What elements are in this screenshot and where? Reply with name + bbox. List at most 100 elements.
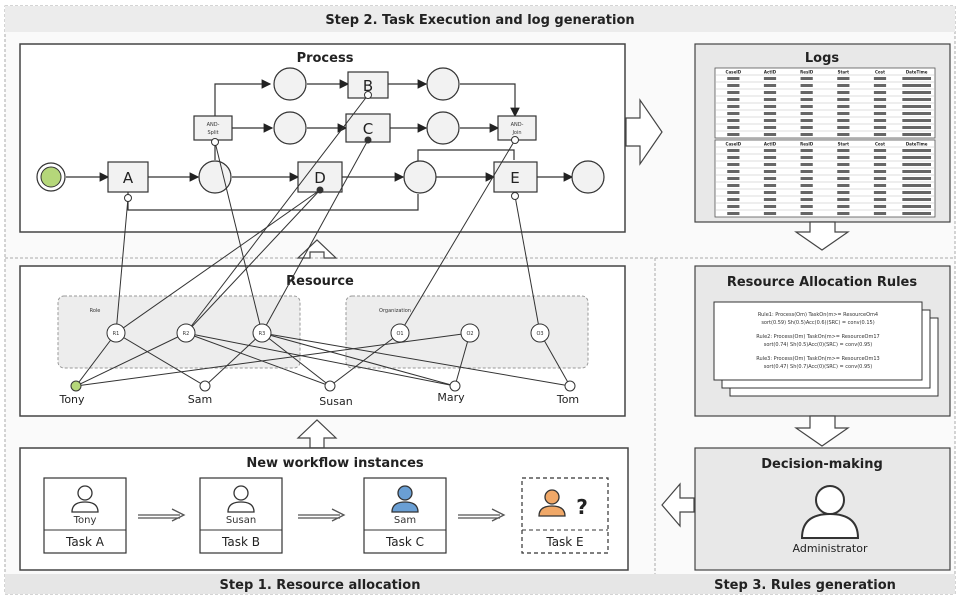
svg-text:R2: R2: [183, 331, 190, 337]
log-cell: [902, 156, 931, 159]
role-r1: R1: [106, 323, 126, 343]
log-cell: [800, 191, 813, 194]
log-column-header: DateTime: [906, 70, 928, 75]
place-c2: [426, 111, 460, 145]
log-cell: [873, 205, 887, 208]
rules-text: Rule1: Process(Om) TaskOn(m>= ResourceOm…: [756, 312, 879, 370]
log-cell: [727, 126, 740, 129]
log-cell: [902, 77, 931, 80]
log-cell: [800, 112, 813, 115]
log-cell: [902, 126, 931, 129]
log-cell: [902, 149, 931, 152]
log-cell: [800, 126, 813, 129]
resource-title: Resource: [286, 274, 354, 289]
log-cell: [902, 205, 931, 208]
log-column-header: ActID: [764, 142, 777, 147]
process-edges: [66, 79, 574, 211]
org-o1: O1: [390, 323, 410, 343]
log-cell: [902, 212, 931, 215]
log-cell: [873, 156, 887, 159]
log-cell: [873, 212, 887, 215]
log-cell: [873, 126, 887, 129]
log-column-header: Cost: [875, 142, 885, 147]
workflow-title: New workflow instances: [246, 456, 424, 471]
log-cell: [902, 191, 931, 194]
arrow-to-rules: [794, 221, 850, 251]
log-cell: [727, 198, 740, 201]
log-cell: [837, 105, 850, 108]
log-cell: [837, 84, 850, 87]
log-cell: [727, 119, 740, 122]
person-avatar-icon: [538, 489, 566, 517]
svg-text:Task B: Task B: [221, 535, 260, 549]
svg-text:D: D: [314, 169, 326, 187]
log-cell: [727, 133, 740, 136]
log-cell: [902, 198, 931, 201]
log-cell: [800, 184, 813, 187]
process-title: Process: [297, 51, 354, 66]
instance-tony: Tony Task A: [43, 477, 127, 554]
log-cell: [902, 91, 931, 94]
rule-line-5: Rule3: Process(Om) TaskOn(m>= ResourceOm…: [756, 356, 879, 362]
place-c1: [273, 111, 307, 145]
role-title: Role: [90, 308, 101, 314]
log-cell: [902, 119, 931, 122]
log-cell: [873, 119, 887, 122]
step3-label: Step 3. Rules generation: [714, 578, 896, 593]
gateway-xor-1: [198, 160, 232, 194]
arrow-resource-to-process: [296, 239, 338, 259]
log-cell: [873, 177, 887, 180]
administrator-icon: [800, 485, 860, 539]
log-cell: [800, 98, 813, 101]
decision-title: Decision-making: [761, 457, 883, 472]
log-cell: [727, 98, 740, 101]
log-cell: [763, 170, 777, 173]
and-join-gateway: AND- Join: [497, 115, 537, 141]
log-cell: [837, 112, 850, 115]
log-cell: [837, 77, 850, 80]
arrow-to-decision: [794, 415, 850, 447]
log-cell: [727, 184, 740, 187]
log-cell: [800, 163, 813, 166]
and-split-gateway: AND- Split: [193, 115, 233, 141]
log-cell: [902, 133, 931, 136]
svg-text:Task C: Task C: [385, 535, 424, 549]
log-cell: [873, 133, 887, 136]
log-cell: [800, 84, 813, 87]
log-cell: [763, 126, 777, 129]
task-e: E: [493, 161, 538, 193]
log-cell: [763, 119, 777, 122]
log-cell: [902, 105, 931, 108]
arrow-workflow-to-resource: [296, 419, 338, 449]
log-cell: [763, 91, 777, 94]
administrator-label: Administrator: [793, 542, 868, 555]
place-b2: [426, 67, 460, 101]
log-cell: [873, 149, 887, 152]
svg-text:Susan: Susan: [319, 395, 352, 408]
log-column-header: DateTime: [906, 142, 928, 147]
unknown-resource-mark: ?: [576, 495, 588, 519]
log-cell: [837, 177, 850, 180]
log-cell: [800, 133, 813, 136]
svg-text:Tony: Tony: [58, 393, 85, 406]
log-cell: [873, 112, 887, 115]
svg-text:A: A: [123, 169, 134, 187]
svg-text:Tom: Tom: [556, 393, 579, 406]
svg-text:O1: O1: [396, 331, 403, 337]
log-column-header: ResID: [800, 142, 814, 147]
log-column-header: CaseID: [726, 70, 742, 75]
assignment-lines: [75, 94, 571, 387]
log-cell: [873, 170, 887, 173]
log-cell: [873, 98, 887, 101]
log-cell: [800, 205, 813, 208]
log-cell: [873, 184, 887, 187]
svg-text:AND-: AND-: [207, 122, 220, 128]
arrow-to-workflow: [661, 482, 695, 528]
svg-text:Sam: Sam: [394, 515, 416, 526]
role-r2: R2: [176, 323, 196, 343]
log-column-header: CaseID: [726, 142, 742, 147]
log-cell: [727, 149, 740, 152]
step2-label: Step 2. Task Execution and log generatio…: [325, 13, 634, 28]
log-cell: [837, 133, 850, 136]
